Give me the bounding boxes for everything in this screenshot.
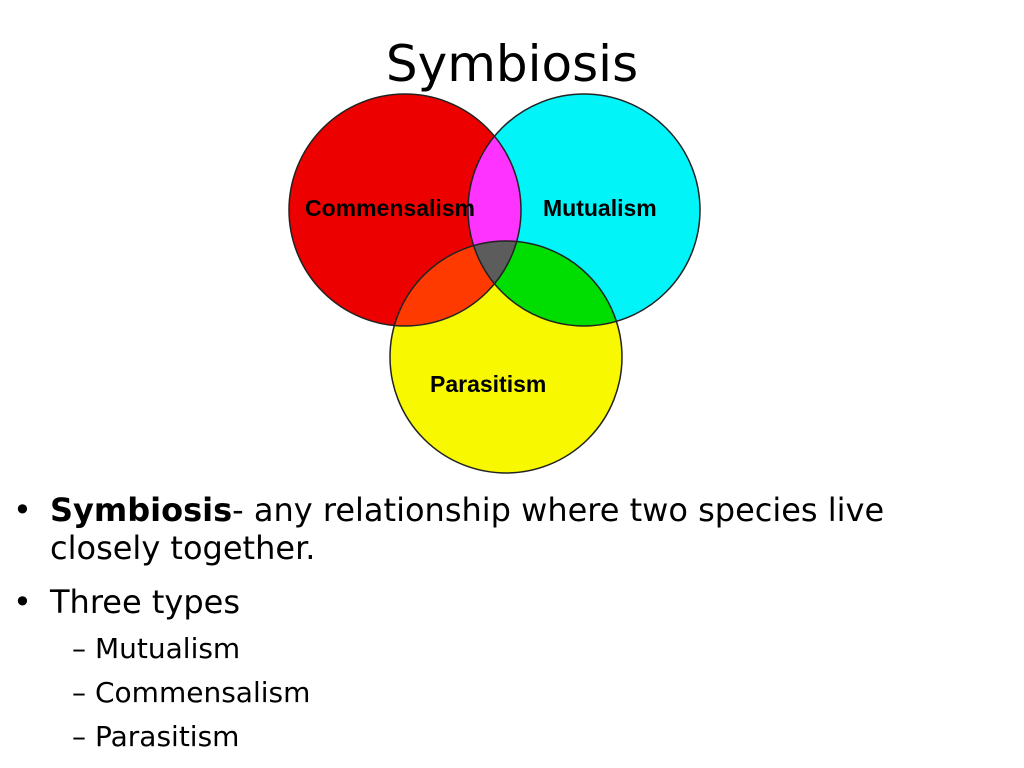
sub-bullet-mutualism: – Mutualism <box>72 632 241 666</box>
overlap-mutualism-parasitism <box>468 241 622 326</box>
bullet-line: Symbiosis- any relationship where two sp… <box>50 491 950 529</box>
bullet-item-definition: • Symbiosis- any relationship where two … <box>13 491 950 567</box>
sub-bullet-marker: – <box>72 720 86 753</box>
bullet-text: - any relationship where two species liv… <box>232 491 885 529</box>
sub-bullet-text: Commensalism <box>95 676 311 709</box>
bullet-bold-term: Symbiosis <box>50 491 233 529</box>
bullet-item-three-types: • Three types <box>13 583 950 621</box>
sub-bullet-marker: – <box>72 632 86 665</box>
parasitism-label: Parasitism <box>430 371 546 397</box>
mutualism-label: Mutualism <box>543 195 657 221</box>
commensalism-label: Commensalism <box>305 195 475 221</box>
bullet-text: Three types <box>50 583 240 621</box>
bullet-text-continued: closely together. <box>50 529 316 567</box>
sub-bullet-parasitism: – Parasitism <box>72 720 240 754</box>
bullet-marker: • <box>13 583 32 621</box>
sub-bullet-text: Parasitism <box>95 720 240 753</box>
sub-bullet-commensalism: – Commensalism <box>72 676 311 710</box>
sub-bullet-marker: – <box>72 676 86 709</box>
page-title: Symbiosis <box>385 35 639 93</box>
overlap-commensalism-parasitism <box>390 241 521 326</box>
sub-bullet-text: Mutualism <box>95 632 241 665</box>
bullet-marker: • <box>13 491 32 529</box>
